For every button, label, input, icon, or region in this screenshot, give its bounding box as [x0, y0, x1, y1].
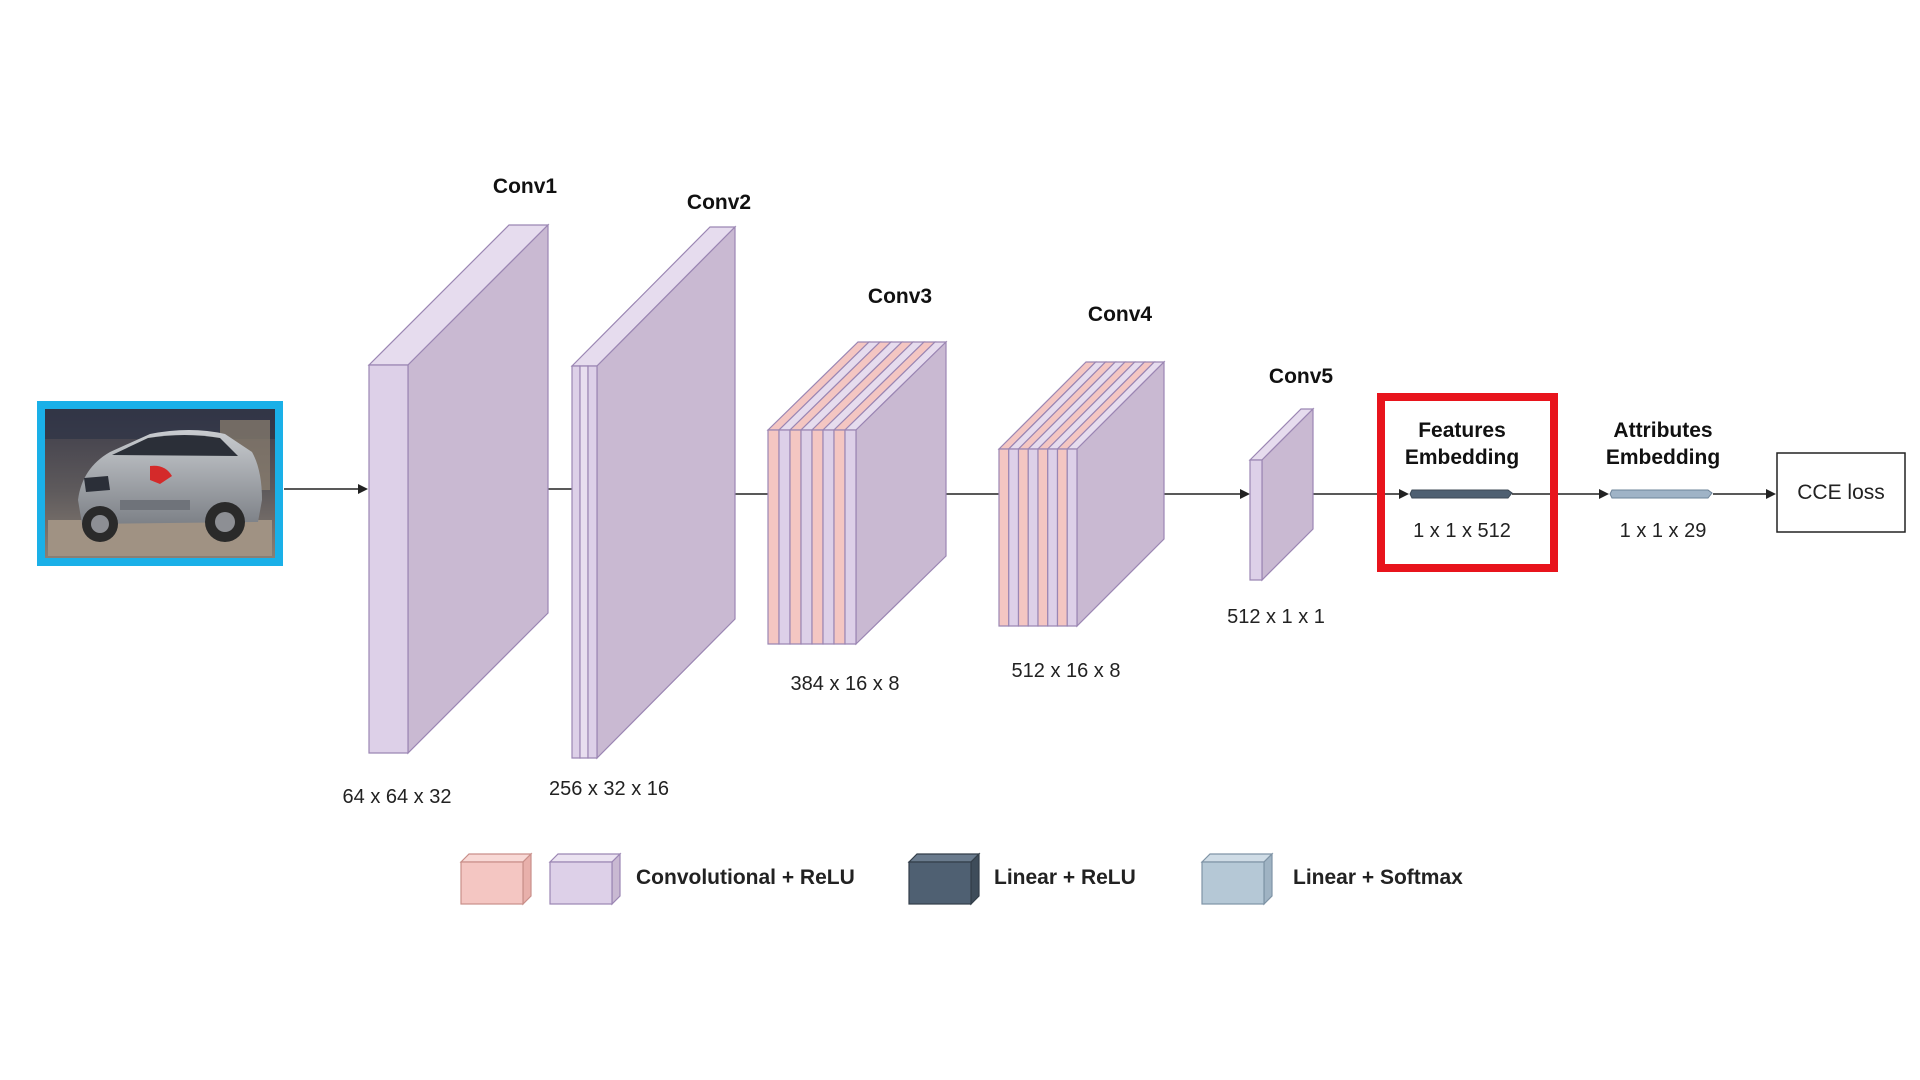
features-embedding: [1377, 393, 1558, 572]
conv3-title: Conv3: [868, 285, 932, 308]
conv1-title: Conv1: [493, 175, 558, 198]
conv1-dims: 64 x 64 x 32: [343, 786, 452, 808]
arrow-head-icon: [1399, 489, 1409, 499]
legend-conv-pink-swatch: [459, 852, 533, 906]
conv5-title: Conv5: [1269, 365, 1334, 388]
arrow-head-icon: [1599, 489, 1609, 499]
conv3-block: [766, 340, 948, 646]
arrow-head-icon: [1766, 489, 1776, 499]
conv3-front-slice: [811, 429, 824, 645]
features-title-line2: Embedding: [1405, 446, 1519, 469]
conv2-side-face: [596, 225, 736, 760]
conv3-front-slice: [767, 429, 780, 645]
legend-conv-purple-swatch: [548, 852, 622, 906]
conv1-block: [367, 223, 550, 755]
conv3-front-slice: [844, 429, 857, 645]
conv4-title: Conv4: [1088, 303, 1153, 326]
conv2-front-slice: [571, 365, 581, 759]
legend-linear-relu-swatch: [907, 852, 981, 906]
conv1-front-face: [368, 364, 409, 754]
input-image: [37, 401, 283, 566]
conv5-front-face: [1249, 459, 1263, 581]
connector-lines: [284, 484, 1776, 499]
conv4-front-slice: [1017, 448, 1029, 627]
attributes-title-line1: Attributes: [1613, 419, 1712, 442]
conv4-front-slice: [1056, 448, 1068, 627]
conv3-front-slice: [789, 429, 802, 645]
attributes-embedding: [1609, 489, 1713, 499]
conv2-title: Conv2: [687, 191, 751, 214]
features-highlight-box: [1377, 393, 1558, 572]
cce-loss-box: [1776, 452, 1906, 533]
features-embedding-bar: [1409, 489, 1513, 499]
conv3-front-slice: [822, 429, 835, 645]
conv4-front-slice: [1027, 448, 1039, 627]
conv4-front-slice: [1037, 448, 1049, 627]
conv5-dims: 512 x 1 x 1: [1227, 606, 1325, 628]
legend-linear-softmax-label: Linear + Softmax: [1293, 866, 1463, 889]
legend-linear-relu-label: Linear + ReLU: [994, 866, 1136, 889]
conv2-front-slice: [579, 365, 589, 759]
conv5-side-face: [1261, 407, 1314, 582]
legend-linear-softmax-swatch: [1200, 852, 1274, 906]
conv3-front-slice: [778, 429, 791, 645]
input-image-frame: [37, 401, 283, 566]
attributes-title-line2: Embedding: [1606, 446, 1720, 469]
attributes-embedding-bar: [1609, 489, 1713, 499]
conv3-front-slice: [800, 429, 813, 645]
legend: Convolutional + ReLU Linear + ReLU Linea…: [459, 852, 1463, 906]
features-title-line1: Features: [1418, 419, 1506, 442]
arrow-head-icon: [358, 484, 368, 494]
conv4-dims: 512 x 16 x 8: [1012, 660, 1121, 682]
attributes-dims: 1 x 1 x 29: [1620, 520, 1707, 542]
conv2-block: [570, 225, 737, 760]
features-dims: 1 x 1 x 512: [1413, 520, 1511, 542]
conv5-block: [1248, 407, 1315, 582]
conv3-dims: 384 x 16 x 8: [791, 673, 900, 695]
conv2-dims: 256 x 32 x 16: [549, 778, 669, 800]
conv4-front-slice: [998, 448, 1010, 627]
conv3-front-slice: [833, 429, 846, 645]
legend-conv-label: Convolutional + ReLU: [636, 866, 855, 889]
loss-box: CCE loss: [1776, 452, 1906, 533]
car-photo-icon: [45, 409, 275, 558]
conv2-front-slice: [587, 365, 598, 759]
arrow-head-icon: [1240, 489, 1250, 499]
conv4-front-slice: [1008, 448, 1020, 627]
conv4-front-slice: [1047, 448, 1059, 627]
conv4-front-slice: [1066, 448, 1078, 627]
cce-loss-label: CCE loss: [1797, 481, 1885, 504]
conv4-block: [997, 360, 1166, 628]
